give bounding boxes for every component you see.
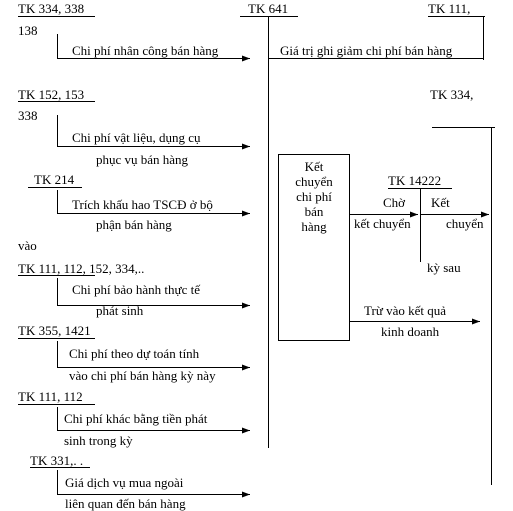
pending-ket: Kết	[431, 195, 450, 210]
account-tk214: TK 214	[34, 172, 75, 187]
entry-reduction: Giá trị ghi giảm chi phí bán hàng	[280, 43, 453, 58]
account-tk334-right: TK 334,	[430, 87, 474, 102]
account-tk111-112-152: TK 111, 112, 152, 334,..	[18, 261, 145, 276]
transfer-box: Kết chuyển chi phí bán hàng	[278, 154, 350, 341]
account-tk14222: TK 14222	[388, 173, 442, 188]
account-tk641: TK 641	[248, 1, 289, 16]
result-line-2: kinh doanh	[381, 324, 440, 339]
pending-cho: Chờ	[383, 195, 406, 210]
transfer-box-line-4: bán	[304, 204, 324, 219]
entry-services-1: Giá dịch vụ mua ngoài	[65, 475, 184, 490]
entry-warranty-1: Chi phí bảo hành thực tế	[72, 282, 200, 297]
account-tk111-112: TK 111, 112	[18, 389, 83, 404]
entry-services-2: liên quan đến bán hàng	[65, 496, 186, 511]
pending-chuyen: chuyển	[446, 216, 484, 231]
account-tk152-153: TK 152, 153	[18, 87, 85, 102]
entry-labor: Chi phí nhân công bán hàng	[72, 43, 219, 58]
pending-ket-chuyen: kết chuyển	[354, 216, 411, 231]
entry-materials-2: phục vụ bán hàng	[96, 152, 189, 167]
entry-estimate-2: vào chi phí bán hàng kỳ này	[69, 368, 216, 383]
account-338: 338	[18, 108, 38, 123]
account-tk355-1421: TK 355, 1421	[18, 323, 91, 338]
account-tk331: TK 331,. .	[30, 453, 84, 468]
entry-materials-1: Chi phí vật liệu, dụng cụ	[72, 130, 201, 145]
pending-ky-sau: kỳ sau	[427, 260, 461, 275]
entry-estimate-1: Chi phí theo dự toán tính	[69, 346, 200, 361]
entry-other-2: sinh trong kỳ	[64, 433, 133, 448]
account-138: 138	[18, 23, 38, 38]
entry-other-1: Chi phí khác bằng tiền phát	[64, 411, 208, 426]
transfer-box-line-3: chi phí	[296, 189, 332, 204]
entry-warranty-2: phát sinh	[96, 303, 144, 318]
entry-depreciation-2: phận bán hàng	[96, 217, 172, 232]
account-tk334-338: TK 334, 338	[18, 1, 85, 16]
result-line-1: Trừ vào kết quả	[364, 303, 447, 318]
transfer-box-line-1: Kết	[304, 159, 324, 174]
transfer-box-line-5: hàng	[301, 219, 327, 234]
entry-into: vào	[18, 238, 37, 253]
entry-depreciation-1: Trích khấu hao TSCĐ ở bộ	[72, 197, 213, 212]
transfer-box-line-2: chuyển	[295, 174, 333, 189]
account-tk111-top: TK 111,	[428, 1, 471, 16]
